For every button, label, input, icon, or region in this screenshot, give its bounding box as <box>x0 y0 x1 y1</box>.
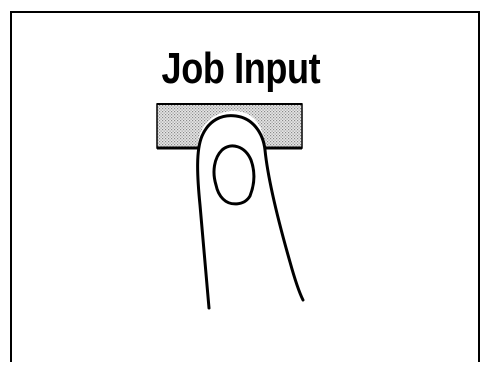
press-key-illustration <box>0 0 483 366</box>
